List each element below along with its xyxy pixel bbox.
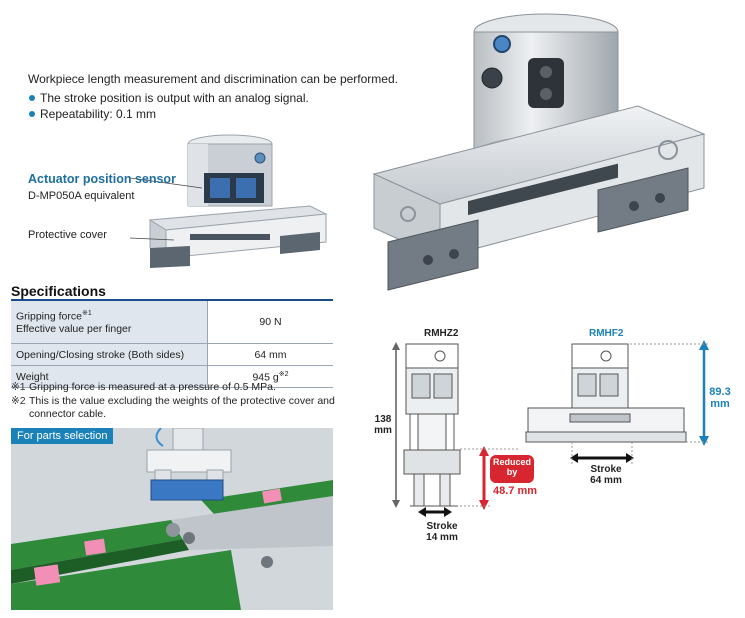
spec-value: 945 g※2 (207, 365, 333, 388)
reduced-value: 48.7 mm (493, 485, 538, 497)
spec-title: Specifications (11, 283, 106, 299)
table-row: Weight 945 g※2 (11, 365, 333, 388)
spec-label: Weight (11, 365, 208, 388)
parts-selection-tag: For parts selection (11, 428, 114, 444)
rmhz2-drawing (403, 343, 461, 507)
sensor-title: Actuator position sensor (28, 172, 176, 186)
bullet-dot-icon (29, 95, 35, 101)
cover-label: Protective cover (28, 229, 107, 241)
spec-divider (11, 299, 333, 301)
intro-text: Workpiece length measurement and discrim… (28, 72, 398, 86)
rmhz2-label: RMHZ2 (424, 328, 459, 339)
gripper-sensor-illustration (130, 134, 328, 268)
size-comparison-diagram (392, 340, 710, 517)
table-row: Gripping force※1 Effective value per fin… (11, 301, 333, 344)
rmhf2-drawing (525, 343, 687, 443)
conveyor-illustration (11, 428, 333, 610)
feature-list: The stroke position is output with an an… (28, 90, 309, 122)
bullet-dot-icon (29, 111, 35, 117)
gripper-product-image (372, 13, 706, 291)
parts-selection-image (11, 428, 333, 610)
spec-table: Gripping force※1 Effective value per fin… (11, 301, 333, 388)
feature-item: Repeatability: 0.1 mm (28, 106, 309, 122)
spec-label: Opening/Closing stroke (Both sides) (11, 343, 208, 366)
sensor-model: D-MP050A equivalent (28, 190, 135, 202)
spec-label: Gripping force※1 Effective value per fin… (11, 301, 208, 344)
spec-value: 90 N (207, 301, 333, 344)
spec-value: 64 mm (207, 343, 333, 366)
feature-item: The stroke position is output with an an… (28, 90, 309, 106)
rmhf2-label: RMHF2 (589, 328, 624, 339)
table-row: Opening/Closing stroke (Both sides) 64 m… (11, 343, 333, 366)
